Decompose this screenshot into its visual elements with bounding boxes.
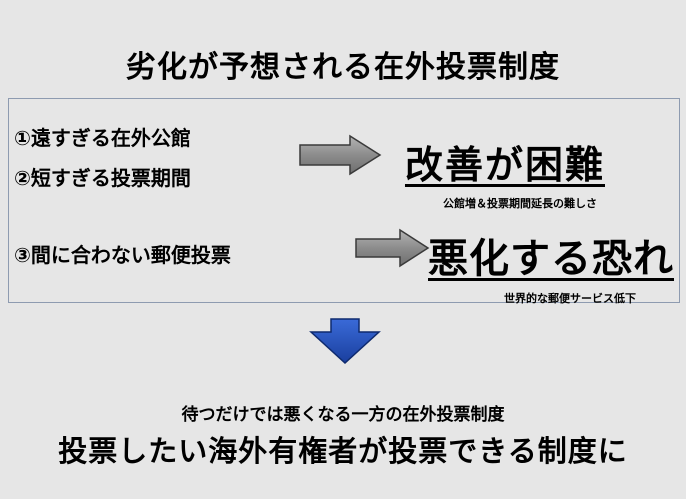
- outcome-2: 悪化する恐れ 世界的な郵便サービス低下: [424, 226, 678, 306]
- outcome-label: 悪化する恐れ: [428, 236, 674, 282]
- down-arrow-icon: [309, 318, 381, 364]
- problem-item-2: ②短すぎる投票期間: [14, 166, 191, 190]
- conclusion-subtitle: 待つだけでは悪くなる一方の在外投票制度: [181, 405, 505, 425]
- outcome-sub: 公館増＆投票期間延長の難しさ: [443, 197, 597, 210]
- conclusion-headline: 投票したい海外有権者が投票できる制度に: [58, 434, 628, 468]
- page-title: 劣化が予想される在外投票制度: [126, 50, 560, 85]
- right-arrow-icon: [299, 134, 382, 176]
- outcome-label: 改善が困難: [404, 143, 605, 187]
- problems-box: [8, 98, 680, 303]
- problem-item-1: ①遠すぎる在外公館: [14, 126, 191, 150]
- problem-item-3: ③間に合わない郵便投票: [14, 243, 231, 267]
- outcome-sub: 世界的な郵便サービス低下: [504, 292, 636, 305]
- right-arrow-icon: [355, 228, 430, 268]
- outcome-1: 改善が困難 公館増＆投票期間延長の難しさ: [390, 134, 620, 211]
